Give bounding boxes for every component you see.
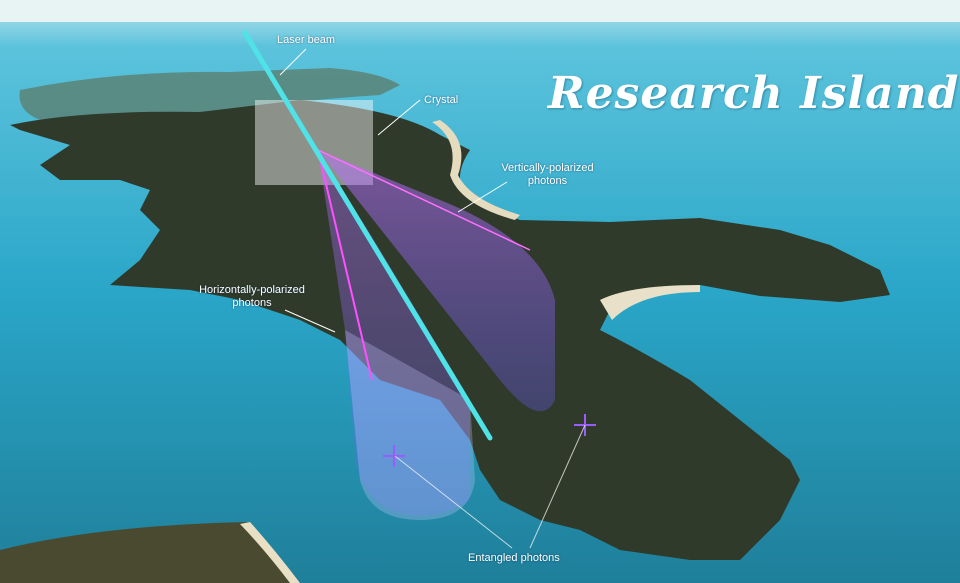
distant-land — [19, 68, 400, 125]
detector-region — [345, 330, 475, 520]
vertical-leader-line — [457, 181, 508, 213]
horizontal-leader-line — [284, 309, 336, 333]
horizontal-photon-cone — [318, 150, 470, 516]
foreground-beach — [240, 522, 300, 583]
crystal-leader-line — [377, 99, 421, 136]
label-crystal: Crystal — [424, 94, 459, 106]
title-research-island: Research Island — [548, 68, 960, 119]
foreground-land — [0, 522, 300, 583]
label-horizontally-polarized: Horizontally-polarized photons — [199, 284, 305, 309]
entangled-leader-line-2 — [529, 424, 586, 549]
vertical-photon-cone — [318, 150, 555, 412]
mid-land — [10, 100, 890, 560]
laser-leader-line — [279, 48, 307, 76]
photon-ray-magenta-2 — [317, 149, 531, 251]
label-vertically-polarized: Vertically-polarized photons — [501, 162, 594, 187]
label-entangled-photons: Entangled photons — [468, 552, 560, 564]
entangled-leader-line — [394, 455, 513, 549]
beach — [600, 285, 700, 320]
detector-crosshair-left — [383, 445, 405, 467]
photon-ray-magenta — [317, 149, 373, 381]
label-laser-beam: Laser beam — [277, 34, 336, 46]
beach-north — [432, 120, 520, 220]
sky-haze — [0, 0, 960, 22]
laser-beam — [242, 30, 493, 441]
